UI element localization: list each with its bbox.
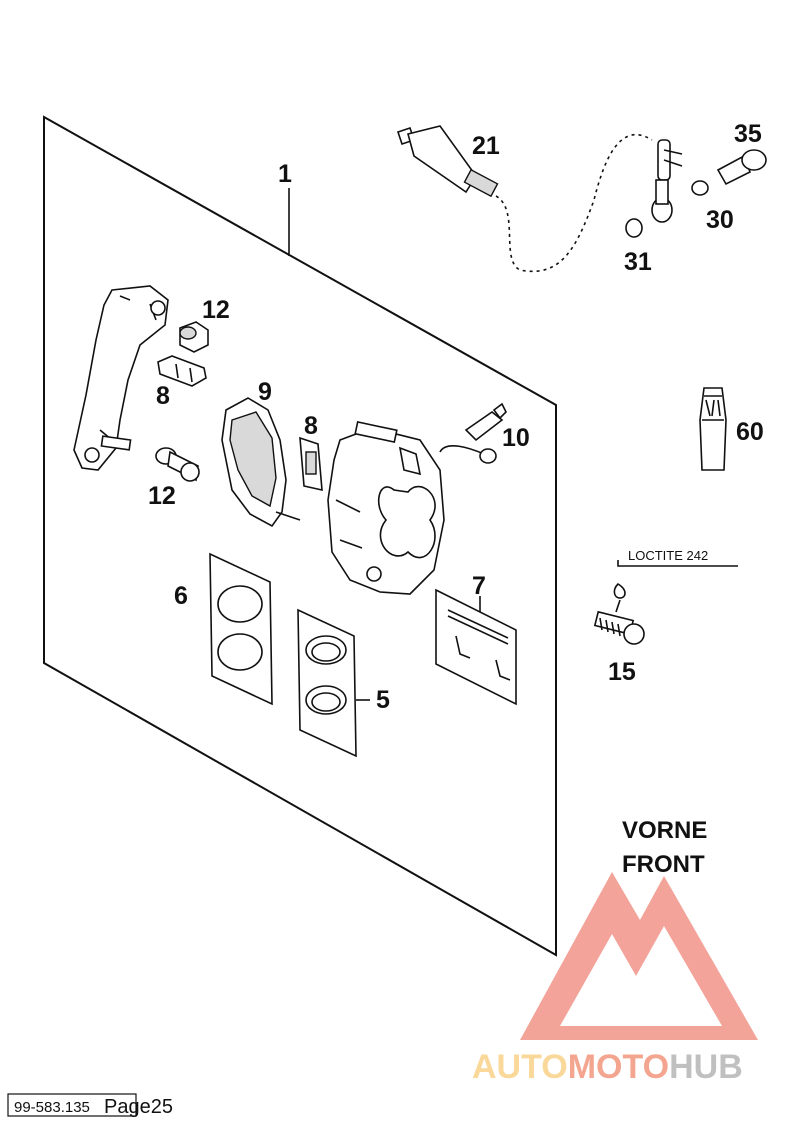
part-label-7: 7: [472, 572, 486, 600]
part-label-30: 30: [706, 206, 734, 234]
pad-clip-upper: [157, 355, 207, 387]
direction-de: VORNE: [622, 817, 707, 844]
part-label-31: 31: [624, 248, 652, 276]
part-label-6: 6: [174, 582, 188, 610]
page-number: Page25: [104, 1096, 173, 1118]
washer-31: [625, 218, 643, 238]
caliper-housing: [327, 421, 445, 595]
washer-30: [691, 180, 709, 196]
part-label-21: 21: [472, 132, 500, 160]
thread-locker-bottle: [699, 387, 727, 471]
part-label-1: 1: [278, 160, 292, 188]
brake-line: [396, 125, 683, 273]
caliper-bracket: [73, 285, 169, 471]
caliper-assembly-panel: [43, 115, 557, 957]
part-label-15: 15: [608, 658, 636, 686]
part-label-12-lower: 12: [148, 482, 176, 510]
part-label-60: 60: [736, 418, 764, 446]
pad-spring: [299, 436, 323, 492]
watermark-logo: [520, 872, 758, 1040]
reference-number: 99-583.135: [14, 1099, 90, 1116]
part-label-10: 10: [502, 424, 530, 452]
bushing-upper: [179, 321, 209, 353]
part-label-8-upper: 8: [156, 382, 170, 410]
seals-kit: [297, 608, 357, 758]
part-label-8-lower: 8: [304, 412, 318, 440]
watermark-logo-mark: [520, 872, 758, 1040]
watermark-text: AUTOMOTOHUB: [472, 1048, 743, 1086]
bolt-15: [593, 560, 738, 645]
pin-bolt-lower: [155, 447, 200, 482]
part-label-5: 5: [376, 686, 390, 714]
watermark-text-auto: AUTO: [472, 1048, 568, 1086]
loctite-note: LOCTITE 242: [628, 548, 708, 563]
banjo-bolt: [716, 149, 767, 186]
pin-kit: [435, 588, 517, 706]
part-label-12-upper: 12: [202, 296, 230, 324]
watermark-text-moto: MOTO: [568, 1048, 669, 1086]
part-label-35: 35: [734, 120, 762, 148]
part-label-9: 9: [258, 378, 272, 406]
bleed-screw: [439, 402, 507, 464]
brake-pad: [221, 397, 301, 528]
watermark-text-hub: HUB: [669, 1048, 743, 1086]
reference-box: [7, 1093, 137, 1117]
pistons-kit: [209, 552, 273, 706]
direction-en: FRONT: [622, 851, 705, 878]
